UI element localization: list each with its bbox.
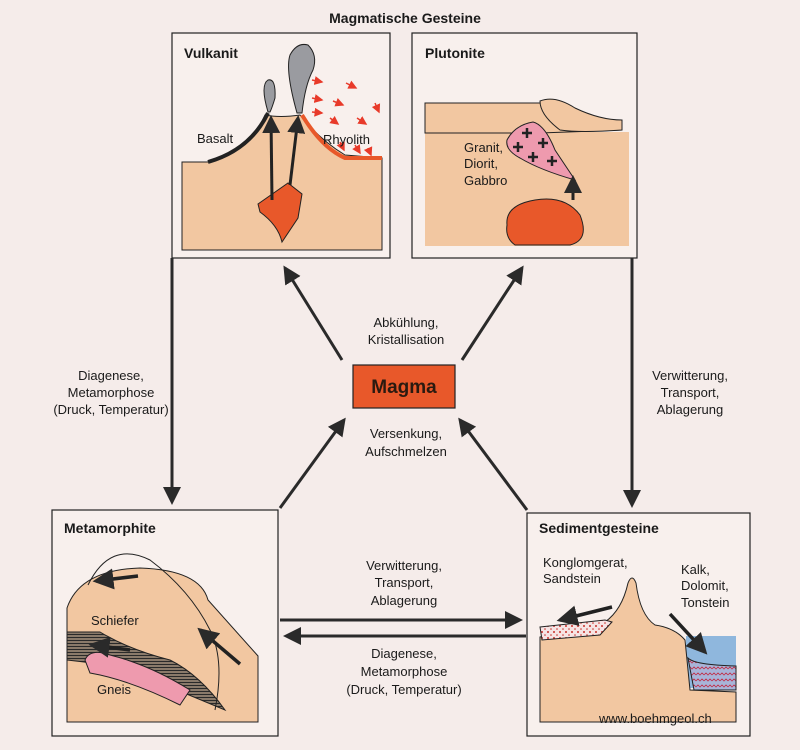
- magma-body: [506, 198, 584, 246]
- right-label-1: Verwitterung,: [652, 368, 728, 383]
- diagram-title: Magmatische Gesteine: [329, 10, 481, 26]
- magma-box: Magma: [352, 364, 456, 409]
- metamorphite-title: Metamorphite: [64, 520, 156, 536]
- diorit-label: Diorit,: [464, 156, 498, 171]
- cycle-arrows: [163, 258, 641, 645]
- rhyolith-label: Rhyolith: [323, 132, 370, 147]
- ash-cloud-large: [288, 44, 316, 114]
- left-label-2: Metamorphose: [68, 385, 155, 400]
- gabbro-label: Gabbro: [464, 173, 507, 188]
- bottom-top-label-2: Transport,: [375, 575, 434, 590]
- sediment-title: Sedimentgesteine: [539, 520, 659, 536]
- bottom-top-label-1: Verwitterung,: [366, 558, 442, 573]
- schiefer-label: Schiefer: [91, 613, 139, 628]
- cooling-label-1: Abkühlung,: [373, 315, 438, 330]
- left-label-1: Diagenese,: [78, 368, 144, 383]
- conglomerate: [539, 619, 613, 641]
- plutonite-title: Plutonite: [425, 45, 485, 61]
- dolomit-label: Dolomit,: [681, 578, 729, 593]
- sandstein-label: Sandstein: [543, 571, 601, 586]
- vulkanit-panel: Vulkanit Basalt Rhyolith: [171, 32, 391, 259]
- sediment-panel: Sedimentgesteine Konglomgerat, Sandstein…: [526, 512, 751, 737]
- bottom-bottom-label-2: Metamorphose: [361, 664, 448, 679]
- bottom-bottom-label-3: (Druck, Temperatur): [346, 682, 461, 697]
- vulkanit-title: Vulkanit: [184, 45, 238, 61]
- basalt-label: Basalt: [197, 131, 234, 146]
- granite-intrusion: [506, 121, 577, 181]
- kalk-label: Kalk,: [681, 562, 710, 577]
- plus-symbols: [513, 128, 557, 166]
- melting-label-1: Versenkung,: [370, 426, 442, 441]
- right-label-2: Transport,: [661, 385, 720, 400]
- right-label-3: Ablagerung: [657, 402, 724, 417]
- limestone: [687, 656, 737, 691]
- ash-cloud-small: [263, 79, 276, 113]
- rhyolith-flow: [300, 113, 382, 160]
- melting-label-2: Aufschmelzen: [365, 444, 447, 459]
- magma-label: Magma: [371, 377, 437, 398]
- bottom-bottom-label-1: Diagenese,: [371, 646, 437, 661]
- metamorphite-panel: Metamorphite Schiefer Gneis: [51, 509, 279, 737]
- konglomerat-label: Konglomgerat,: [543, 555, 628, 570]
- watermark: www.boehmgeol.ch: [598, 711, 712, 726]
- gneis-label: Gneis: [97, 682, 131, 697]
- plutonite-panel: Plutonite Granit, Diorit, Gabbro: [411, 32, 638, 259]
- granit-label: Granit,: [464, 140, 503, 155]
- bottom-top-label-3: Ablagerung: [371, 593, 438, 608]
- cooling-label-2: Kristallisation: [368, 332, 445, 347]
- left-label-3: (Druck, Temperatur): [53, 402, 168, 417]
- tonstein-label: Tonstein: [681, 595, 729, 610]
- magma-chamber: [257, 182, 303, 244]
